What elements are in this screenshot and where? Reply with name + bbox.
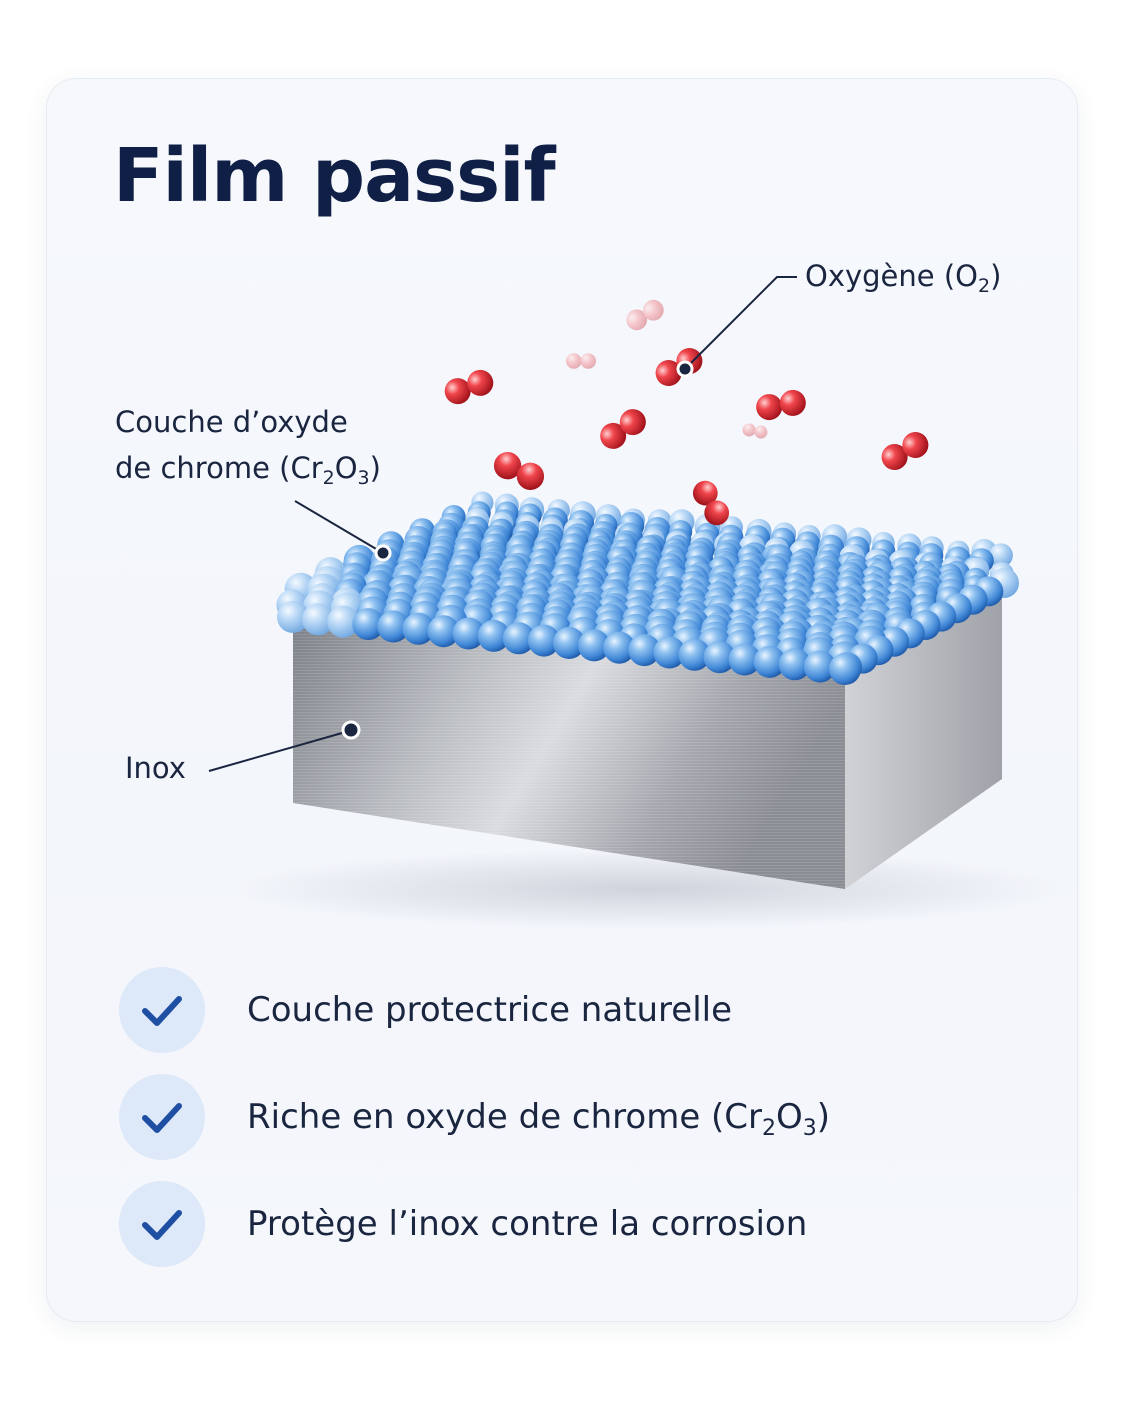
oxide-sphere bbox=[327, 605, 360, 638]
oxide-sphere bbox=[753, 645, 786, 678]
passive-film-diagram bbox=[208, 276, 1067, 929]
chrome-leader-line bbox=[294, 500, 384, 554]
block-front-brush bbox=[293, 619, 845, 889]
oxide-sphere bbox=[578, 629, 611, 662]
oxygen-molecule bbox=[600, 409, 646, 449]
leader-dot bbox=[676, 360, 694, 378]
oxygen-label: Oxygène (O2) bbox=[805, 253, 1001, 299]
feature-text-close: ) bbox=[816, 1097, 831, 1137]
oxide-sphere bbox=[653, 636, 686, 669]
oxide-sphere bbox=[527, 624, 560, 657]
feature-list: Couche protectrice naturelle Riche en ox… bbox=[119, 967, 1019, 1288]
oxide-sphere bbox=[477, 619, 510, 652]
oxide-sphere bbox=[603, 631, 636, 664]
check-badge bbox=[119, 1074, 205, 1160]
oxide-sphere bbox=[678, 638, 711, 671]
check-icon bbox=[142, 1210, 182, 1240]
chromium-oxide-label-line1: Couche d’oxyde bbox=[115, 405, 348, 439]
oxygen-symbol: O bbox=[334, 451, 358, 485]
inox-leader-line bbox=[208, 730, 350, 772]
oxygen-molecules bbox=[444, 299, 929, 526]
oxide-sphere bbox=[803, 650, 836, 683]
oxygen-molecule bbox=[444, 369, 494, 405]
chromium-oxide-label-close: ) bbox=[369, 451, 381, 485]
oxide-sphere bbox=[829, 653, 861, 685]
oxygen-leader-line bbox=[684, 276, 797, 370]
oxide-sphere bbox=[989, 543, 1013, 568]
inox-label: Inox bbox=[125, 751, 186, 785]
oxygen-molecule bbox=[881, 432, 929, 470]
feature-item: Couche protectrice naturelle bbox=[119, 967, 1019, 1053]
oxygen-molecule bbox=[756, 389, 806, 421]
oxygen-molecule bbox=[566, 353, 596, 369]
oxide-sphere bbox=[277, 601, 309, 633]
feature-text: Couche protectrice naturelle bbox=[247, 990, 733, 1030]
feature-text: Riche en oxyde de chrome (Cr2O3) bbox=[247, 1092, 830, 1142]
feature-text: Protège l’inox contre la corrosion bbox=[247, 1204, 808, 1244]
oxide-sphere bbox=[778, 648, 811, 681]
leader-dot bbox=[374, 544, 392, 562]
check-icon bbox=[142, 996, 182, 1026]
oxygen-molecule bbox=[493, 452, 545, 490]
leader-dot bbox=[341, 720, 361, 740]
oxygen-subscript: 3 bbox=[802, 1116, 817, 1141]
feature-text-main: Riche en oxyde de chrome (Cr bbox=[247, 1097, 763, 1137]
oxygen-symbol: O bbox=[776, 1097, 803, 1137]
oxygen-molecule bbox=[742, 423, 768, 439]
oxide-sphere bbox=[703, 641, 736, 674]
chromium-oxide-layer bbox=[276, 491, 1019, 685]
page-title: Film passif bbox=[113, 133, 556, 219]
chromium-oxide-label-text: de chrome (Cr bbox=[115, 451, 323, 485]
oxygen-molecule bbox=[626, 299, 664, 331]
infographic-card: Film passif bbox=[46, 78, 1078, 1322]
oxide-sphere bbox=[502, 622, 535, 655]
oxide-sphere bbox=[553, 627, 585, 659]
check-icon bbox=[142, 1103, 182, 1133]
oxide-sphere bbox=[402, 612, 435, 645]
oxide-sphere bbox=[427, 615, 460, 648]
oxide-sphere bbox=[452, 617, 485, 650]
oxide-sphere bbox=[302, 603, 335, 636]
oxygen-subscript: 3 bbox=[357, 467, 370, 489]
feature-item: Protège l’inox contre la corrosion bbox=[119, 1181, 1019, 1267]
check-badge bbox=[119, 967, 205, 1053]
chromium-subscript: 2 bbox=[762, 1116, 777, 1141]
oxide-sphere bbox=[377, 610, 410, 643]
block-shadow bbox=[227, 849, 1067, 929]
oxygen-label-close: ) bbox=[990, 259, 1002, 293]
oxide-sphere bbox=[352, 608, 385, 641]
oxygen-label-subscript: 2 bbox=[977, 275, 991, 297]
chromium-subscript: 2 bbox=[322, 467, 335, 489]
oxygen-label-text: Oxygène (O bbox=[805, 259, 978, 293]
leader-lines bbox=[208, 276, 797, 772]
chromium-oxide-label: Couche d’oxyde de chrome (Cr2O3) bbox=[115, 399, 381, 491]
feature-item: Riche en oxyde de chrome (Cr2O3) bbox=[119, 1074, 1019, 1160]
check-badge bbox=[119, 1181, 205, 1267]
chromium-oxide-label-line2: de chrome (Cr2O3) bbox=[115, 445, 381, 491]
oxygen-molecule bbox=[692, 480, 730, 526]
oxide-sphere bbox=[628, 634, 661, 667]
oxide-sphere bbox=[728, 643, 761, 676]
